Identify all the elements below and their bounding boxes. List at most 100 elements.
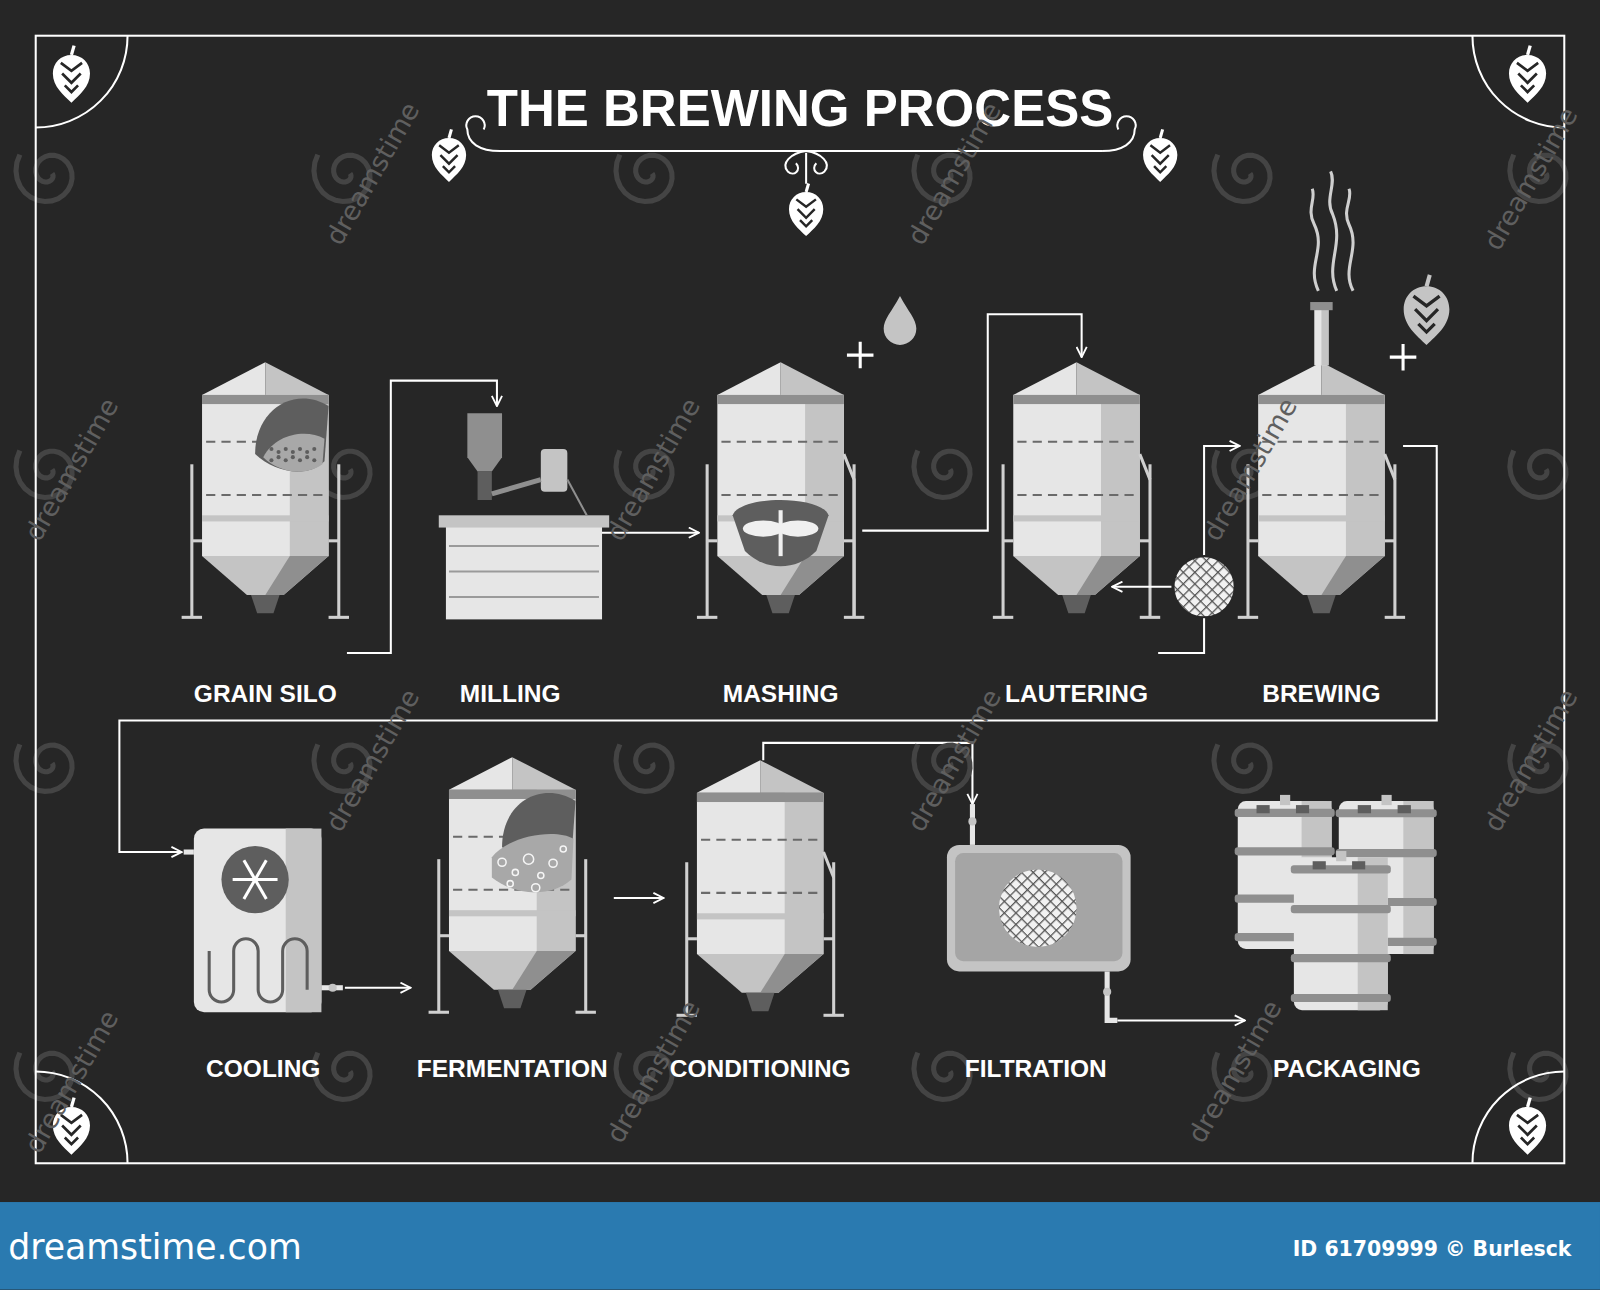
tank-cone [697, 954, 824, 993]
plus-sign [1390, 344, 1417, 371]
tank-foot [823, 1014, 843, 1017]
tank-body-shade [1101, 395, 1140, 556]
hop-scales [1517, 1115, 1538, 1144]
tank-roof-shade [1077, 362, 1140, 395]
steam [1311, 189, 1318, 291]
grain [305, 455, 309, 459]
step-label: CONDITIONING [670, 1053, 851, 1084]
tank-roof [717, 362, 780, 395]
mash-bracket [844, 454, 854, 617]
tank-body [717, 395, 844, 556]
keg [1291, 851, 1391, 1010]
tank-foot [329, 616, 349, 619]
filter-face [955, 853, 1122, 961]
keg-shade [1358, 857, 1388, 1010]
tank-brace [576, 934, 586, 937]
hop-icon [1509, 46, 1546, 103]
tank-cone [1258, 556, 1385, 595]
process-step: FERMENTATION [411, 757, 614, 1084]
conditioning-tank [677, 760, 844, 1015]
tank-cone [1013, 556, 1140, 595]
filter-outlet [1107, 971, 1117, 1020]
hop-icon [1509, 1098, 1546, 1155]
hop-cone [789, 192, 823, 236]
tank-band [1258, 515, 1385, 521]
hop-stem [449, 129, 451, 138]
tank-roof-shade [760, 760, 823, 793]
cooler [184, 829, 343, 1013]
tank-seam [721, 494, 839, 496]
tank-body-shade [1346, 395, 1385, 556]
grain [305, 450, 309, 454]
tank-eave [717, 395, 844, 404]
keg-shade [1403, 801, 1433, 954]
tank-brace [1385, 539, 1395, 542]
grain-silo-tank [182, 362, 349, 617]
step-label: FERMENTATION [417, 1053, 608, 1084]
tank-brace [439, 934, 449, 937]
mill-housing [446, 520, 602, 619]
mill-hopper-neck [478, 471, 492, 500]
tank-nozzle [1307, 595, 1336, 613]
mill-rib [449, 545, 599, 547]
watermark: dreamstime [1478, 102, 1584, 255]
hop-scales [1413, 296, 1439, 332]
plus-sign [847, 342, 874, 369]
snowflake-arm [244, 860, 266, 899]
step-label: FILTRATION [965, 1053, 1107, 1084]
agitator-shaft [779, 510, 783, 556]
hop-cone [1509, 55, 1546, 103]
step-label: MASHING [723, 679, 839, 710]
grain [291, 455, 295, 459]
watermark: dreamstime [18, 1005, 124, 1158]
keg-valve [1280, 795, 1290, 805]
tank-foot [1385, 616, 1405, 619]
tank-band [202, 515, 329, 521]
hop-scales [61, 63, 82, 92]
tank-seam [701, 892, 819, 894]
hop-icon [1143, 129, 1177, 182]
tank-foot [1140, 616, 1160, 619]
tank-roof [449, 757, 512, 790]
watermark-spiral [616, 744, 672, 791]
process-step: LAUTERING [995, 357, 1158, 709]
flow-connector [1117, 1019, 1245, 1021]
fermenter-tank [429, 757, 596, 1012]
cond-bracket [823, 852, 833, 878]
tank-nozzle [746, 993, 775, 1011]
tank-band [1013, 515, 1140, 521]
footer-text: dreamstime.com [8, 1227, 302, 1268]
grain [284, 458, 288, 462]
grain [312, 447, 316, 451]
process-step: GRAIN SILO [184, 357, 347, 709]
keg-handle [1358, 805, 1371, 813]
kettle-chimney [1314, 306, 1328, 365]
watermark-spiral [914, 1053, 970, 1100]
tank-cone [202, 556, 329, 595]
tank-cone-shade [512, 951, 575, 990]
process-step: FILTRATION [954, 804, 1117, 1084]
step-label: MILLING [460, 679, 561, 710]
cooler-inlet [184, 849, 194, 854]
bubble [560, 846, 566, 852]
grain [291, 450, 295, 454]
steam [1347, 189, 1354, 291]
process-step: PACKAGING [1245, 796, 1449, 1084]
cooler-body [194, 829, 322, 1013]
hop-cone [1404, 286, 1450, 345]
diagram-title: THE BREWING PROCESS [0, 78, 1600, 139]
keg-band [1291, 865, 1391, 873]
tank-brace [1248, 539, 1258, 542]
hop-icon [53, 46, 90, 103]
snowflake-arm [244, 860, 266, 899]
bubble [549, 859, 557, 867]
tank-seam [1262, 494, 1380, 496]
keg-handle [1352, 861, 1365, 869]
frame-corner-arc [1472, 1071, 1564, 1163]
tank-foot [576, 1011, 596, 1014]
tank-cone [449, 951, 576, 990]
process-step: CONDITIONING [664, 760, 857, 1083]
hop-scales [1517, 63, 1538, 92]
hop-icon [432, 129, 466, 182]
grain [298, 458, 302, 462]
